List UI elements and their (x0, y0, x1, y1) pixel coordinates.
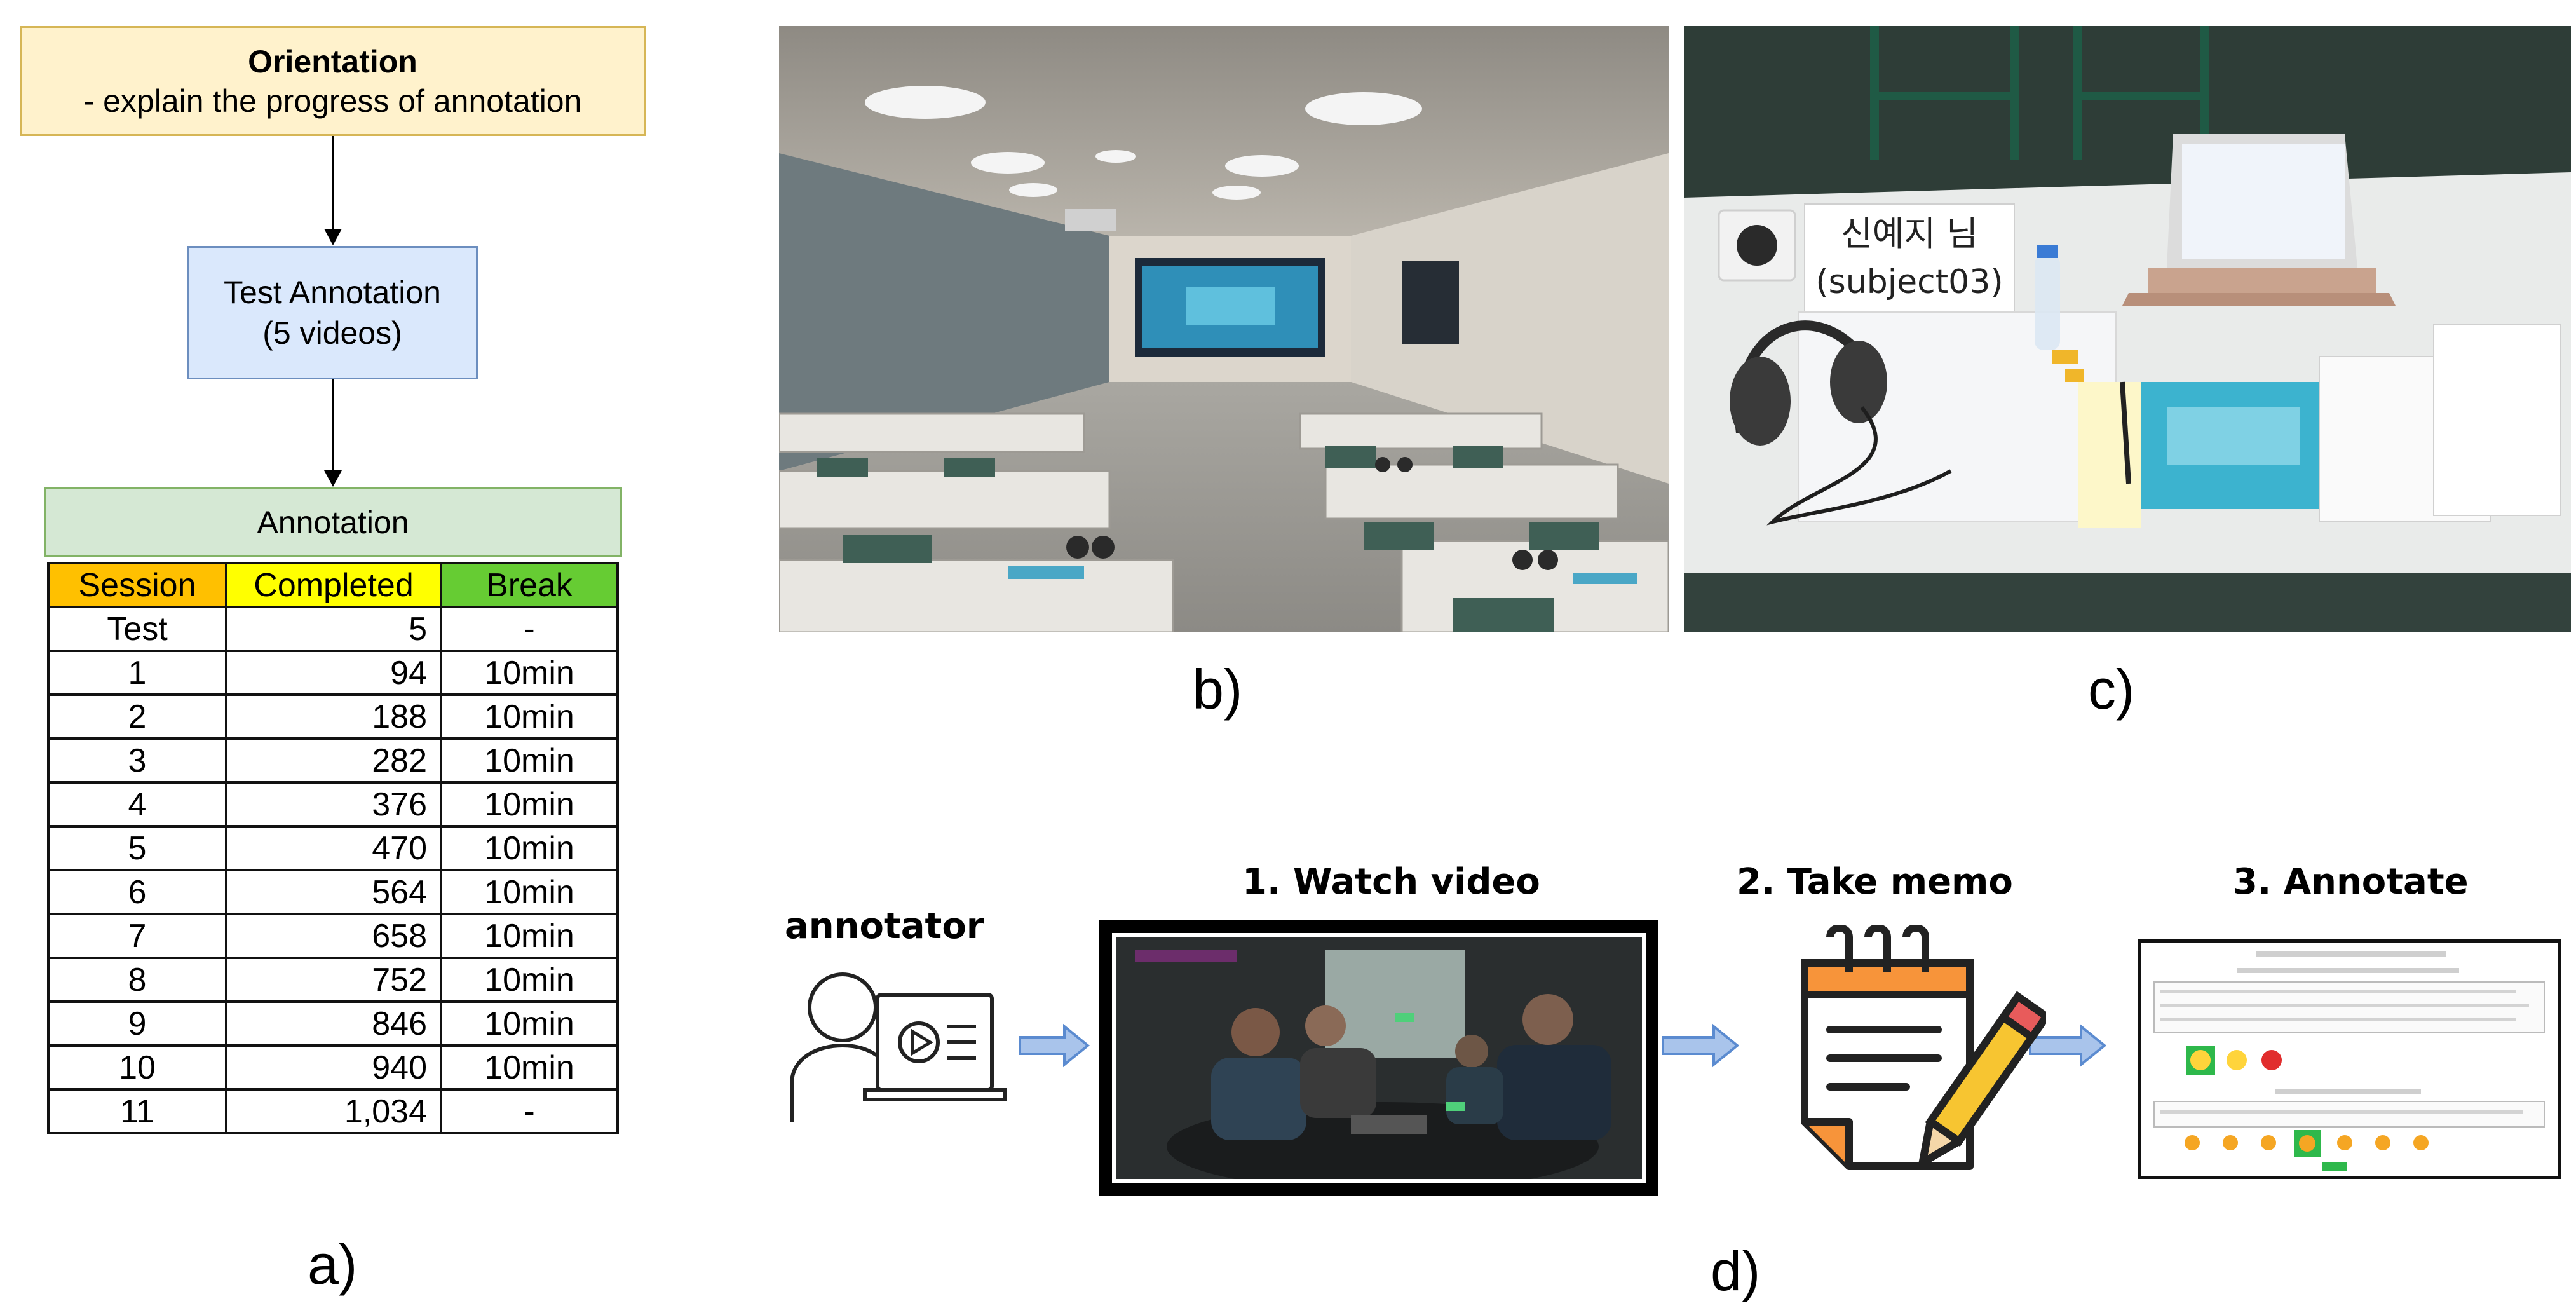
break-cell: 10min (440, 957, 619, 1003)
classroom-photo (779, 26, 1669, 632)
caption-a: a) (308, 1233, 358, 1296)
arrow-right-icon (1019, 1023, 1090, 1068)
session-cell: 7 (47, 913, 227, 959)
completed-cell: 282 (225, 737, 442, 784)
completed-cell: 752 (225, 957, 442, 1003)
arrow-right-icon (2029, 1023, 2107, 1068)
caption-d: d) (1711, 1239, 1761, 1302)
header-session: Session (47, 562, 227, 608)
break-cell: - (440, 606, 619, 652)
completed-cell: 564 (225, 869, 442, 915)
header-completed: Completed (225, 562, 442, 608)
completed-cell: 940 (225, 1044, 442, 1091)
session-cell: 9 (47, 1000, 227, 1047)
session-cell: 1 (47, 650, 227, 696)
step1-title: 1. Watch video (1242, 861, 1540, 903)
completed-cell: 846 (225, 1000, 442, 1047)
break-cell: 10min (440, 913, 619, 959)
orientation-title: Orientation (248, 43, 417, 79)
step2-title: 2. Take memo (1737, 861, 2013, 903)
orientation-box: Orientation - explain the progress of an… (20, 26, 646, 136)
break-cell: 10min (440, 737, 619, 784)
annotation-label: Annotation (257, 505, 409, 540)
completed-cell: 470 (225, 825, 442, 871)
test-annotation-box: Test Annotation (5 videos) (187, 246, 478, 379)
completed-cell: 5 (225, 606, 442, 652)
step3-title: 3. Annotate (2233, 861, 2469, 903)
arrow-right-icon (1662, 1023, 1740, 1068)
test-annotation-line1: Test Annotation (224, 275, 441, 310)
memo-pencil-icon (1779, 924, 2052, 1192)
session-cell: 10 (47, 1044, 227, 1091)
desk-sign-line2: (subject03) (1815, 263, 2003, 301)
desk-photo: 신예지 님 (subject03) (1684, 26, 2571, 632)
session-cell: 3 (47, 737, 227, 784)
completed-cell: 188 (225, 693, 442, 740)
break-cell: 10min (440, 650, 619, 696)
session-cell: 4 (47, 781, 227, 828)
session-cell: Test (47, 606, 227, 652)
completed-cell: 94 (225, 650, 442, 696)
break-cell: 10min (440, 825, 619, 871)
desk-sign-line1: 신예지 님 (1841, 214, 1978, 254)
annotator-icon (785, 969, 1008, 1122)
break-cell: 10min (440, 1044, 619, 1091)
session-cell: 8 (47, 957, 227, 1003)
completed-cell: 1,034 (225, 1088, 442, 1134)
session-cell: 2 (47, 693, 227, 740)
session-cell: 11 (47, 1088, 227, 1134)
break-cell: 10min (440, 869, 619, 915)
table-header-row: Session Completed Break (47, 562, 619, 608)
session-cell: 6 (47, 869, 227, 915)
break-cell: 10min (440, 693, 619, 740)
header-break: Break (440, 562, 619, 608)
session-cell: 5 (47, 825, 227, 871)
caption-b: b) (1193, 658, 1243, 721)
orientation-subtitle: - explain the progress of annotation (83, 83, 582, 119)
break-cell: 10min (440, 781, 619, 828)
annotation-tool-screenshot (2138, 939, 2561, 1179)
annotator-label: annotator (785, 906, 984, 947)
flow-arrows (324, 136, 342, 487)
break-cell: 10min (440, 1000, 619, 1047)
completed-cell: 658 (225, 913, 442, 959)
caption-c: c) (2088, 658, 2135, 721)
break-cell: - (440, 1088, 619, 1134)
annotation-header-box: Annotation (44, 487, 622, 557)
video-frame (1099, 920, 1658, 1196)
completed-cell: 376 (225, 781, 442, 828)
test-annotation-line2: (5 videos) (262, 315, 402, 351)
